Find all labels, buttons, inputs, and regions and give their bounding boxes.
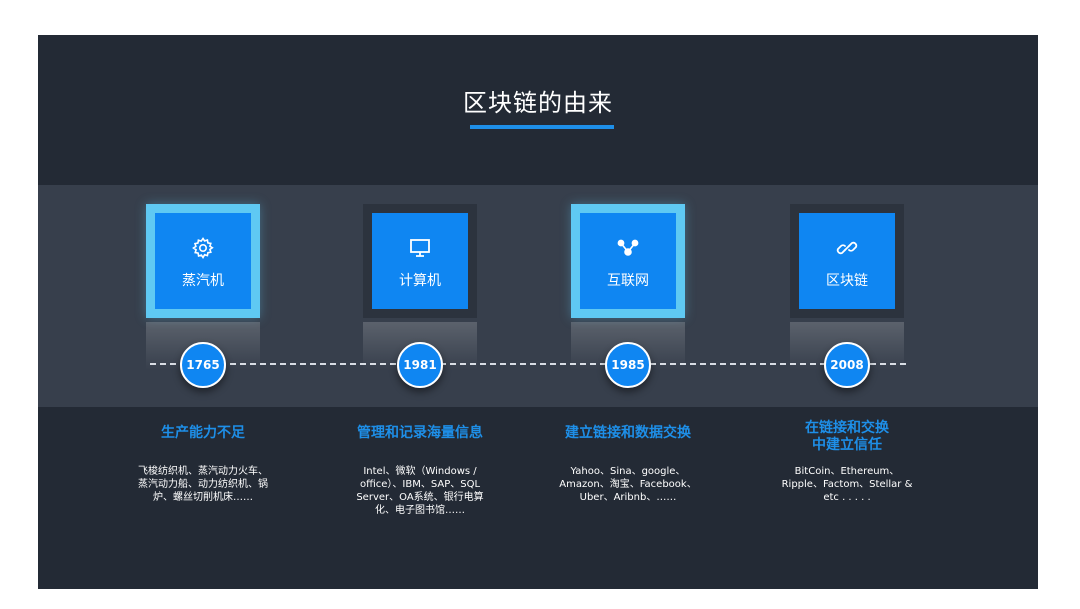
network-icon [617, 239, 639, 256]
year-marker-1981: 1981 [397, 342, 443, 388]
era-label: 计算机 [399, 273, 441, 289]
era-label: 互联网 [607, 273, 649, 289]
timeline-line [150, 363, 906, 365]
year-marker-1985: 1985 [605, 342, 651, 388]
slide: 区块链的由来 蒸汽机 1765 生产能力不足 飞梭纺织机、蒸汽动力火车、蒸汽动力… [38, 35, 1038, 589]
era-card-computer[interactable]: 计算机 [363, 204, 477, 318]
era-tile: 蒸汽机 [155, 213, 251, 309]
year-marker-1765: 1765 [180, 342, 226, 388]
era-description: Intel、微软（Windows / office）、IBM、SAP、SQL S… [356, 466, 484, 516]
gear-icon [192, 237, 214, 260]
year-marker-2008: 2008 [824, 342, 870, 388]
era-card-internet[interactable]: 互联网 [571, 204, 685, 318]
era-heading: 在链接和交换 中建立信任 [805, 420, 889, 453]
era-heading: 生产能力不足 [161, 425, 245, 441]
title-underline [470, 125, 614, 129]
era-card-steam[interactable]: 蒸汽机 [146, 204, 260, 318]
era-tile: 区块链 [799, 213, 895, 309]
era-heading: 建立链接和数据交换 [565, 425, 691, 441]
era-tile: 互联网 [580, 213, 676, 309]
era-label: 蒸汽机 [182, 273, 224, 289]
chain-link-icon [836, 241, 858, 255]
era-description: BitCoin、Ethereum、Ripple、Factom、Stellar &… [781, 466, 913, 503]
slide-title: 区块链的由来 [463, 89, 613, 117]
era-description: 飞梭纺织机、蒸汽动力火车、蒸汽动力船、动力纺织机、锅炉、螺丝切削机床…… [138, 466, 268, 503]
era-tile: 计算机 [372, 213, 468, 309]
era-card-blockchain[interactable]: 区块链 [790, 204, 904, 318]
era-label: 区块链 [826, 273, 868, 289]
monitor-icon [410, 239, 430, 257]
era-description: Yahoo、Sina、google、Amazon、淘宝、Facebook、Ube… [559, 466, 697, 503]
era-heading: 管理和记录海量信息 [357, 425, 483, 441]
